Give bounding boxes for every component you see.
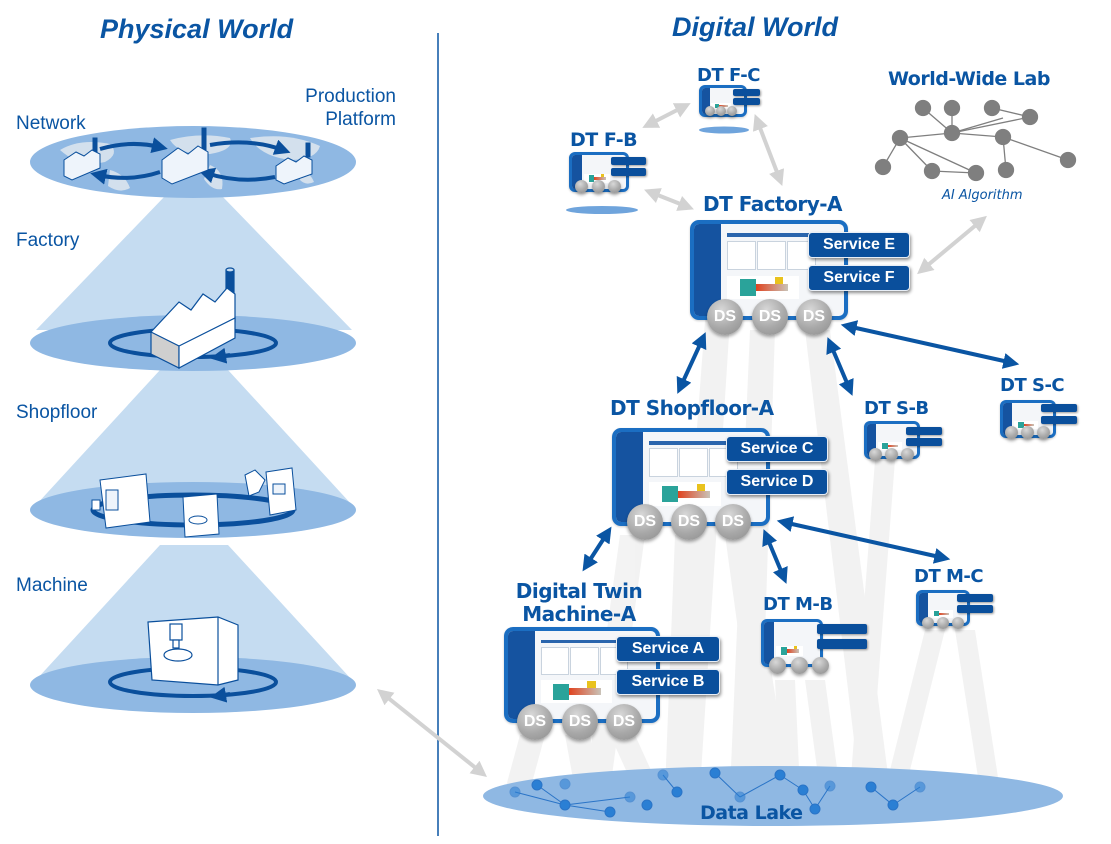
link-fb-fc <box>642 103 691 128</box>
level-network-label: Network <box>16 113 86 134</box>
factory-a-ds-1[interactable]: DS <box>707 299 743 335</box>
service-d-button[interactable]: Service D <box>726 469 828 495</box>
link-factory-lab <box>917 215 987 275</box>
dt-sc-ds-3[interactable] <box>1037 426 1050 439</box>
service-c-button[interactable]: Service C <box>726 436 828 462</box>
machine-tool-icon <box>147 616 239 686</box>
dt-fc-service-1[interactable] <box>733 89 760 96</box>
dt-fb-service-1[interactable] <box>611 157 646 165</box>
shopfloor-a-ds-2[interactable]: DS <box>671 504 707 540</box>
dt-sb-service-1[interactable] <box>906 427 942 435</box>
physical-digital-link-arrow <box>377 689 487 777</box>
link-factory-sc <box>840 320 1020 369</box>
world-wide-lab-title: World-Wide Lab <box>888 68 1050 90</box>
dt-sb-service-2[interactable] <box>906 438 942 446</box>
dt-machine-a-line2: Machine-A <box>522 602 636 626</box>
physical-world-title: Physical World <box>100 14 294 44</box>
dt-mc-service-2[interactable] <box>957 605 993 613</box>
network-flow-arrow-2 <box>90 168 161 185</box>
factory-building-icon <box>150 267 236 370</box>
data-lake-label: Data Lake <box>700 802 803 824</box>
link-shopfloor-machine <box>582 526 612 572</box>
dt-fb-ds-2[interactable] <box>592 180 605 193</box>
shopfloor-a-ds-3[interactable]: DS <box>715 504 751 540</box>
dt-fb-ds-3[interactable] <box>608 180 621 193</box>
dt-mb-ds-2[interactable] <box>791 657 808 674</box>
dt-sc-service-2[interactable] <box>1041 416 1077 424</box>
network-flow-arrow-3 <box>209 139 291 155</box>
link-fb-factory <box>644 188 694 211</box>
dt-fb-disc <box>566 206 638 214</box>
shopfloor-a-ds-1[interactable]: DS <box>627 504 663 540</box>
machine-a-ds-1[interactable]: DS <box>517 704 553 740</box>
factory-icon-small-1 <box>63 137 101 181</box>
service-a-button[interactable]: Service A <box>616 636 720 662</box>
dt-mc-label: DT M-C <box>914 566 984 587</box>
service-e-button[interactable]: Service E <box>808 232 910 258</box>
data-lake-network <box>509 767 926 818</box>
cone-shopfloor-machine <box>36 545 352 680</box>
dt-mc-ds-2[interactable] <box>937 617 949 629</box>
digital-world-title: Digital World <box>672 12 838 42</box>
dt-fc-disc <box>699 126 749 134</box>
dt-sc-ds-1[interactable] <box>1005 426 1018 439</box>
dt-sc-label: DT S-C <box>1000 375 1065 396</box>
data-lake-disc <box>483 766 1063 826</box>
dt-fc-ds-1[interactable] <box>705 106 715 116</box>
level-machine-label: Machine <box>16 575 88 596</box>
service-b-button[interactable]: Service B <box>616 669 720 695</box>
dt-fc-label: DT F-C <box>697 65 760 86</box>
level-shopfloor-label: Shopfloor <box>16 402 98 423</box>
link-shopfloor-mb <box>762 529 788 584</box>
dt-mb-ds-3[interactable] <box>812 657 829 674</box>
dt-machine-a-label: Digital Twin Machine-A <box>514 580 644 626</box>
dt-sb-ds-1[interactable] <box>869 448 882 461</box>
dt-sb-label: DT S-B <box>864 398 929 419</box>
dt-fc-ds-2[interactable] <box>716 106 726 116</box>
dt-machine-a-line1: Digital Twin <box>515 579 643 603</box>
dt-sc-service-1[interactable] <box>1041 404 1077 412</box>
dt-sb-ds-2[interactable] <box>885 448 898 461</box>
dt-sb-ds-3[interactable] <box>901 448 914 461</box>
ai-algorithm-caption: AI Algorithm <box>942 188 1023 203</box>
level-production-platform-label: Production Platform <box>292 85 396 131</box>
dt-mb-label: DT M-B <box>763 594 833 615</box>
dt-mb-service-1[interactable] <box>817 624 867 634</box>
dt-mc-ds-3[interactable] <box>952 617 964 629</box>
dt-factory-a-label: DT Factory-A <box>703 192 843 216</box>
dt-fb-ds-1[interactable] <box>575 180 588 193</box>
level-factory-label: Factory <box>16 230 80 251</box>
dt-shopfloor-a-label: DT Shopfloor-A <box>610 396 774 420</box>
shopfloor-machines-icon <box>91 467 297 538</box>
ai-network-graph <box>874 99 1077 182</box>
production-line1: Production <box>305 86 396 107</box>
disc-machine <box>30 657 356 713</box>
dt-sc-ds-2[interactable] <box>1021 426 1034 439</box>
factory-icon-small-2 <box>161 127 209 185</box>
dt-mc-ds-1[interactable] <box>922 617 934 629</box>
network-flow-arrow-4 <box>198 167 276 184</box>
machine-a-ds-2[interactable]: DS <box>562 704 598 740</box>
link-factory-sb <box>826 337 854 396</box>
dt-mb-service-2[interactable] <box>817 639 867 649</box>
service-f-button[interactable]: Service F <box>808 265 910 291</box>
dt-fc-service-2[interactable] <box>733 98 760 105</box>
link-factory-shopfloor <box>676 332 707 394</box>
factory-a-ds-2[interactable]: DS <box>752 299 788 335</box>
network-flow-arrow-1 <box>99 137 168 153</box>
cone-network-factory <box>36 196 352 330</box>
factory-a-ds-3[interactable]: DS <box>796 299 832 335</box>
link-shopfloor-mc <box>776 516 951 564</box>
dt-fc-ds-3[interactable] <box>727 106 737 116</box>
dt-fb-label: DT F-B <box>570 129 638 151</box>
factory-icon-small-3 <box>275 142 313 185</box>
dt-mc-service-1[interactable] <box>957 594 993 602</box>
dt-mb-ds-1[interactable] <box>769 657 786 674</box>
production-line2: Platform <box>325 109 396 130</box>
link-fc-factory <box>752 114 785 186</box>
dt-fb-service-2[interactable] <box>611 168 646 176</box>
machine-a-ds-3[interactable]: DS <box>606 704 642 740</box>
